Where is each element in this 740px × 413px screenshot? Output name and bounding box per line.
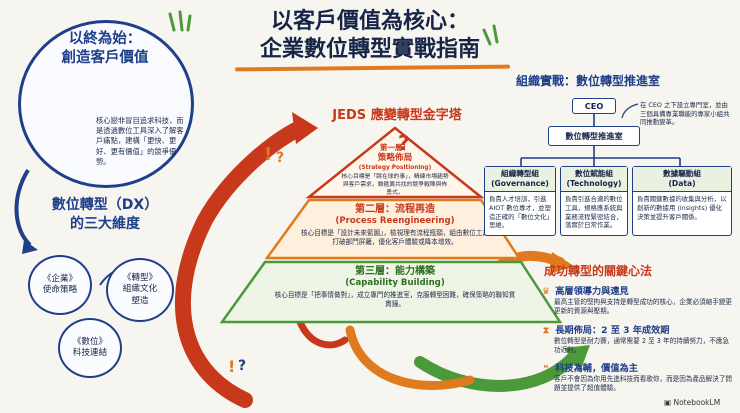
technology-head: 數位賦能組 (Technology) [561, 167, 627, 192]
circle-title: 以終為始： 創造客戶價值 [30, 30, 180, 68]
blue-question-bottom-icon: ? [238, 358, 246, 374]
dimension-bubble-technology: 《數位》 科技連結 [58, 318, 122, 378]
group-english: (Technology) [566, 179, 622, 188]
tier-1-english: (Strategy Positioning) [358, 165, 432, 171]
tier-3-text: 核心目標是「把事情做對」，成立專門的推進室，克服轉型困難，確保策略的聯知質貫鐘。 [274, 291, 516, 308]
dx-title-line-1: 數位轉型（DX） [51, 197, 159, 213]
tier-2-english: (Process Reengineering) [335, 216, 455, 226]
circle-title-line-2: 創造客戶價值 [61, 50, 149, 66]
orange-arrow-bottom [345, 325, 475, 391]
brand-watermark: ▣ NotebookLM [664, 398, 720, 407]
org-note-pointer [621, 103, 639, 119]
governance-group: 組織轉型組 (Governance) 負責人才培訓，引進 AIOT 數位專才，並… [484, 166, 556, 236]
customer-value-circle [18, 20, 194, 188]
key-head-text: 長期佈局：2 至 3 年成效期 [555, 325, 670, 336]
tier-3-label: 第三層：能力構築 (Capability Building) 核心目標是「把事情… [255, 266, 535, 309]
page-title: 以客戶價值為核心： 企業數位轉型實戰指南 [205, 8, 535, 64]
title-line-2: 企業數位轉型實戰指南 [259, 37, 480, 62]
tier-1-head: 第一層： [379, 143, 411, 152]
red-question-icon: ? [398, 131, 410, 155]
governance-head: 組織轉型組 (Governance) [485, 167, 555, 192]
pyramid-tier-3 [219, 260, 563, 324]
tier-1-text: 核心目標是「跳在球的事」，精練市場趨勢與客戶需求，鎖箍異共找的競爭戰陣與佈勇式。 [341, 174, 449, 196]
tier-1-label: 第一層： 策略佈局 (Strategy Positioning) 核心目標是「跳… [340, 143, 450, 197]
bubble-line: 塑造 [131, 295, 149, 306]
orange-exclaim-bottom-icon: ! [228, 357, 235, 376]
group-english: (Data) [668, 179, 696, 188]
dx-title-line-2: 的三大維度 [70, 216, 140, 232]
pyramid-title: JEDS 應變轉型金字塔 [332, 108, 462, 123]
ceo-box: CEO [572, 98, 616, 114]
key-text: 數位轉型是耐力賽，通常需要 2 至 3 年的持續努力，不應急功近利。 [554, 337, 730, 354]
tier-3-head: 第三層：能力構築 [355, 266, 435, 277]
title-line-1: 以客戶價值為核心： [270, 9, 469, 34]
tier-2-head: 第二層：流程再造 [355, 204, 435, 215]
key-text: 最高主管的堅拘與支持是轉型成功的核心，企業必須縮手變更更新的資源與壓期。 [554, 298, 733, 315]
dimension-bubble-strategy: 《企業》 使命策略 [28, 255, 92, 315]
green-exclaim-icon-2 [482, 24, 499, 46]
tier-1-name: 策略佈局 [377, 153, 413, 163]
dx-office-box: 數位轉型推進室 [548, 126, 640, 146]
red-arrowhead-left [292, 112, 318, 144]
dx-title: 數位轉型（DX） 的三大維度 [30, 196, 180, 234]
brand-label: NotebookLM [673, 398, 721, 407]
key-item-leadership: ♛ 高層領導力與遠見 最高主管的堅拘與支持是轉型成功的核心，企業必須縮手變更更新… [540, 283, 734, 316]
bubble-line: 《企業》 [42, 273, 78, 284]
tier-3-english: (Capability Building) [345, 278, 445, 288]
governance-text: 負責人才培訓，引進 AIOT 數位專才，並塑造正確的「數位文化」思維。 [489, 195, 551, 230]
key-head-text: 高層領導力與遠見 [555, 286, 629, 297]
green-arrowhead-bottom [564, 345, 590, 372]
bubble-line: 科技連結 [72, 348, 108, 358]
keys-title: 成功轉型的關鍵心法 [544, 264, 653, 278]
bubble-line: 《轉型》 [122, 272, 158, 283]
red-arrow-left [174, 120, 308, 408]
key-text: 客戶不會因為你用先進科技而看歌你，而是因為產品解決了問題並提供了超值體驗。 [554, 375, 733, 392]
group-name: 組織轉型組 [501, 169, 539, 178]
bubble-line: 組織文化 [122, 284, 158, 295]
org-note: 在 CEO 之下設立專門室，並由三個具備專業職能的專家小組共同推動變革。 [640, 101, 730, 127]
group-name: 數據驅動組 [663, 169, 701, 178]
group-english: (Governance) [491, 179, 549, 188]
technology-group: 數位賦能組 (Technology) 負責引進合適的數位工具，規格應系統與業務流… [560, 166, 628, 236]
blue-arrow-left [14, 168, 32, 247]
key-item-value: ❝ 科技為輔，價值為主 客戶不會因為你用先進科技而看歌你，而是因為產品解決了問題… [540, 360, 734, 393]
group-name: 數位賦能組 [575, 169, 613, 178]
pyramid-tier-1 [305, 126, 485, 199]
pyramid-tier-2 [264, 198, 522, 260]
key-item-longterm: ⧗ 長期佈局：2 至 3 年成效期 數位轉型是耐力賽，通常需要 2 至 3 年的… [540, 322, 734, 355]
circle-text: 核心戀非冒目追求科技，而是透過數位工具深入了解客戶痛點，建構「更快、更好、更有價… [96, 116, 184, 166]
bubble-line: 《數位》 [72, 336, 108, 347]
org-title: 組織實戰：數位轉型推進室 [516, 74, 661, 88]
notebook-icon: ▣ [664, 398, 672, 407]
orange-question-icon: ? [276, 150, 284, 166]
hourglass-icon: ⧗ [542, 326, 550, 336]
orange-exclaim-icon: ! [264, 144, 272, 165]
quote-icon: ❝ [543, 364, 549, 374]
data-group: 數據驅動組 (Data) 負責關鍵數據的收集與分析，以創新的數據用 (insig… [632, 166, 732, 236]
tier-2-text: 核心目標是「設計未來藍圖」，檢視理有流程瓶頸，組由數位工具打破部門屏籬，優化客戶… [301, 229, 489, 246]
data-head: 數據驅動組 (Data) [633, 167, 731, 192]
technology-text: 負責引進合適的數位工具，規格應系統與業務流程緊密結合，落實於日常作業。 [565, 195, 623, 230]
crown-icon: ♛ [541, 287, 551, 297]
bubble-line: 使命策略 [42, 285, 78, 295]
green-exclaim-icon [168, 10, 192, 32]
tier-2-label: 第二層：流程再造 (Process Reengineering) 核心目標是「設… [300, 204, 490, 247]
data-text: 負責關鍵數據的收集與分析，以創新的數據用 (insights) 優化決策並提升客… [637, 195, 727, 221]
circle-title-line-1: 以終為始： [68, 31, 142, 47]
blue-arrowhead-left [22, 240, 38, 254]
green-arrow-bottom [414, 349, 581, 392]
red-arrow-small [296, 318, 349, 349]
key-head-text: 科技為輔，價值為主 [555, 363, 638, 374]
orange-arrowhead-right [550, 252, 574, 274]
dimension-bubble-culture: 《轉型》 組織文化 塑造 [106, 258, 174, 322]
